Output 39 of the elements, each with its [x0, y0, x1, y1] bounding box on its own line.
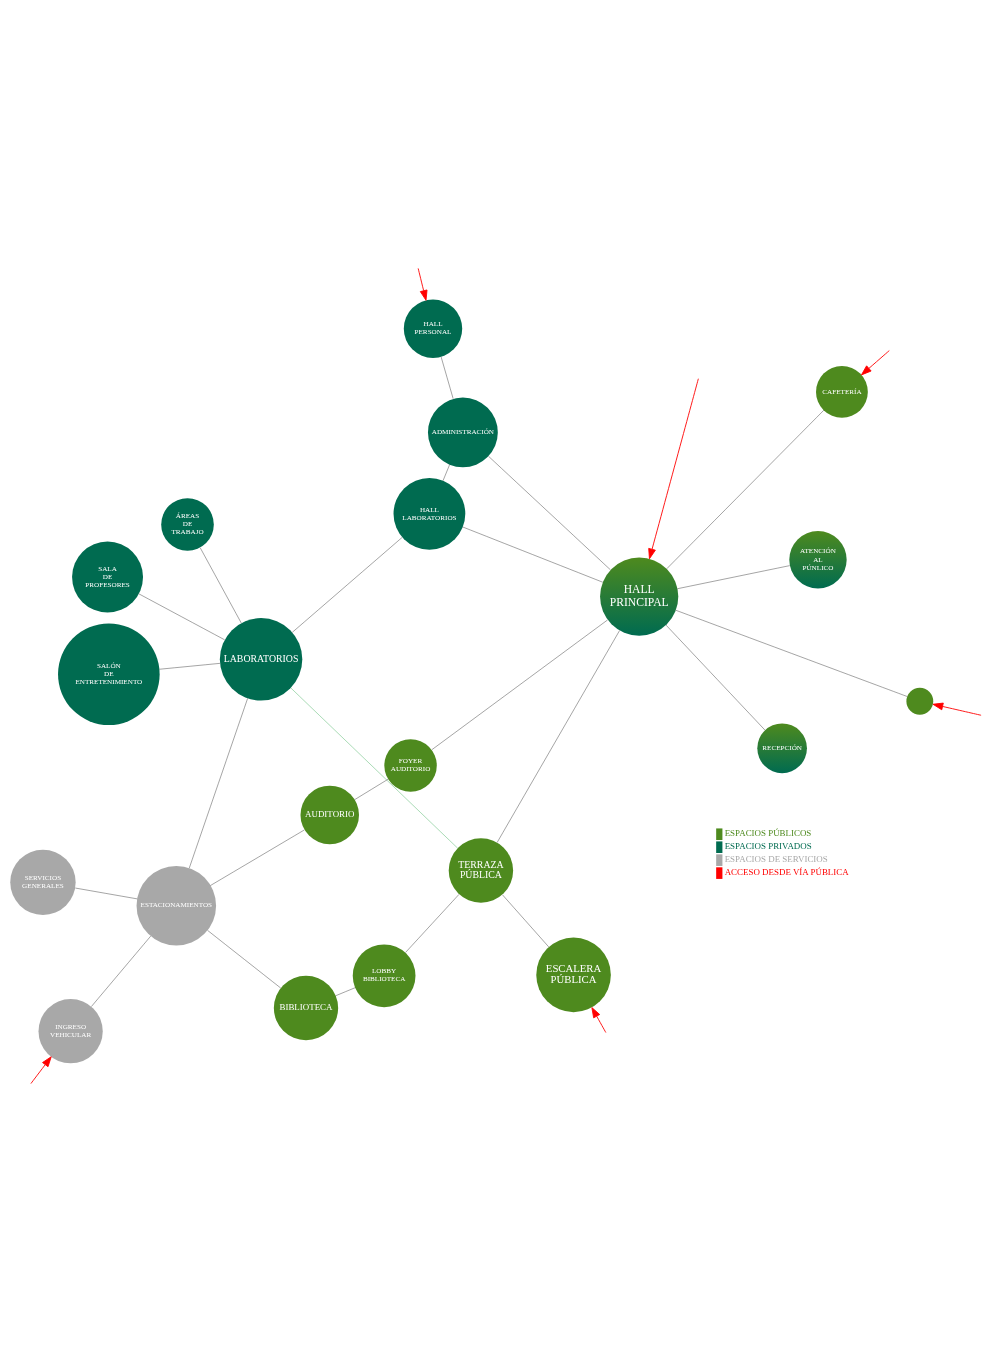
connector	[677, 564, 790, 589]
node-circle: LABORATORIOS	[219, 617, 303, 701]
connector	[189, 697, 248, 868]
connector	[666, 409, 824, 569]
connector	[502, 894, 549, 947]
arrow	[932, 702, 982, 716]
connector	[440, 356, 454, 399]
connector	[675, 609, 908, 697]
connector	[405, 893, 460, 953]
connector	[442, 464, 450, 481]
connector	[335, 987, 356, 996]
connector	[431, 619, 608, 750]
node-circle: TERRAZA PÚBLICA	[448, 837, 514, 903]
arrow	[591, 1006, 607, 1033]
connector	[290, 687, 458, 848]
node-circle: BIBLIOTECA	[273, 975, 339, 1040]
node-circle: ESCALERA PÚBLICA	[536, 937, 611, 1012]
connector	[292, 536, 403, 633]
arrow	[30, 1055, 52, 1084]
connector	[354, 778, 389, 800]
legend-label: ESPACIOS PÚBLICOS	[724, 827, 812, 838]
arrow	[861, 349, 890, 375]
connector	[488, 455, 611, 570]
connector	[207, 929, 281, 988]
node-circle	[906, 687, 934, 715]
connector	[496, 629, 620, 843]
arrow	[648, 377, 699, 559]
legend-label: ESPACIOS DE SERVICIOS	[724, 853, 828, 864]
arrow	[417, 267, 428, 301]
legend-label: ACCESO DESDE VÍA PÚBLICA	[724, 866, 849, 877]
legend-label: ESPACIOS PRIVADOS	[724, 840, 812, 851]
connector	[665, 624, 766, 730]
connector	[462, 526, 603, 582]
node-circle: AUDITORIO	[300, 785, 359, 844]
connector	[199, 546, 242, 623]
node-circle: HALL PRINCIPAL	[600, 557, 679, 636]
connector	[159, 662, 221, 669]
connector	[210, 829, 305, 886]
connector	[138, 593, 225, 640]
